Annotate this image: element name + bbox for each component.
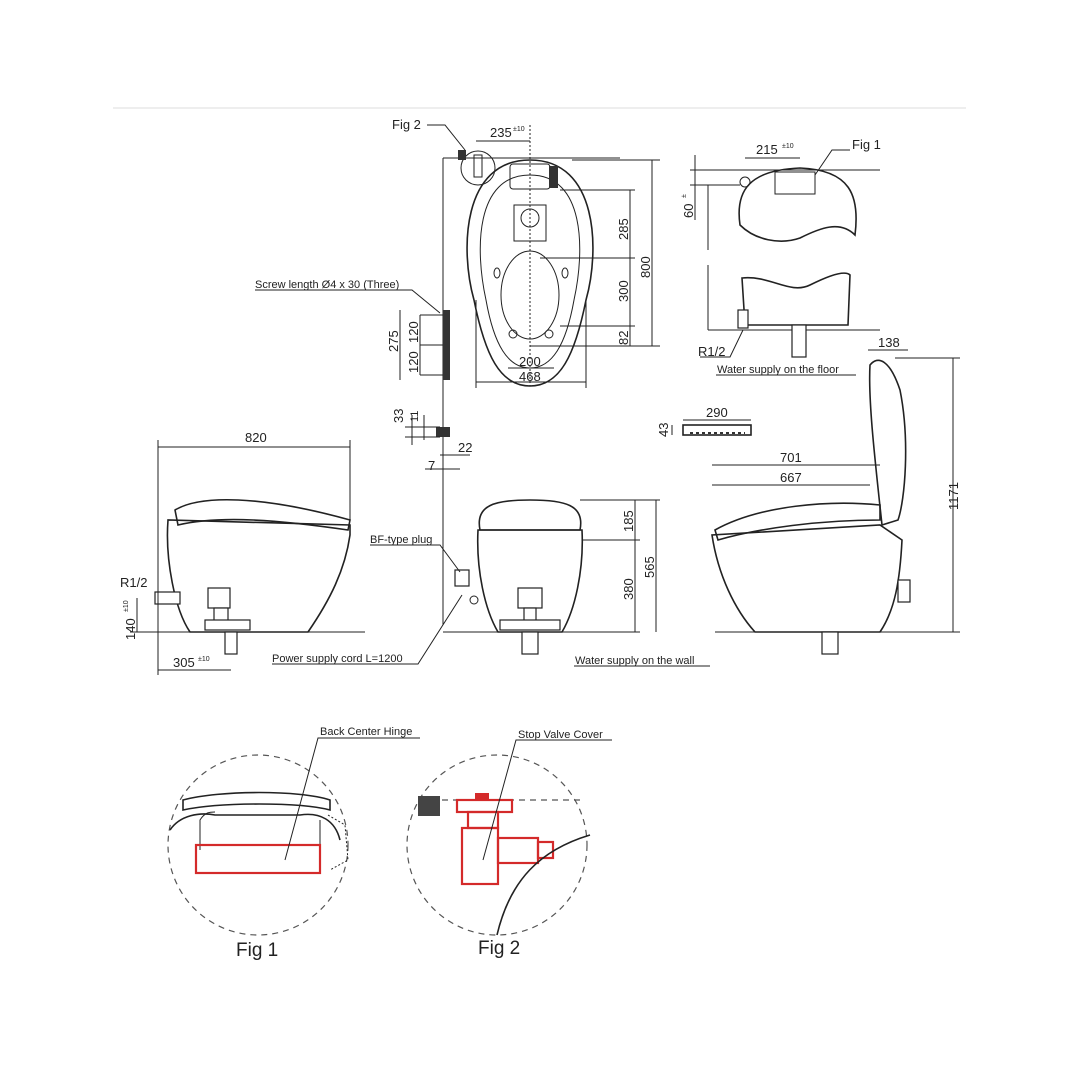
dim-305: 305 xyxy=(173,655,195,670)
dim-275: 275 xyxy=(386,330,401,352)
dim-1171: 1171 xyxy=(946,482,961,510)
svg-text:±10: ±10 xyxy=(198,656,210,663)
stop-valve-cover-highlight xyxy=(455,798,514,814)
dim-140: 140 xyxy=(123,618,138,640)
fig1-reference: Fig 1 xyxy=(852,137,881,152)
svg-text:±: ± xyxy=(681,194,688,198)
remote-detail: 290 43 xyxy=(656,405,752,437)
svg-text:±10: ±10 xyxy=(123,600,130,612)
dim-701: 701 xyxy=(780,450,802,465)
fig1-detail: Back Center Hinge Fig 1 xyxy=(167,726,420,961)
dim-565: 565 xyxy=(642,556,657,578)
svg-text:43: 43 xyxy=(656,423,671,437)
svg-text:120: 120 xyxy=(406,351,421,373)
dim-380: 380 xyxy=(621,578,636,600)
power-cord-label: Power supply cord L=1200 xyxy=(272,653,403,665)
dim-800: 800 xyxy=(638,256,653,278)
bracket-detail: 33 11 22 7 xyxy=(391,409,472,473)
dim-82: 82 xyxy=(616,331,631,345)
svg-text:290: 290 xyxy=(706,405,728,420)
dim-468: 468 xyxy=(519,369,541,384)
dim-820: 820 xyxy=(245,430,267,445)
rear-view: Fig 1 215 ±10 60 ± R1/2 Water supply on … xyxy=(681,137,881,376)
back-center-hinge-label: Back Center Hinge xyxy=(320,726,412,738)
dim-235: 235 xyxy=(490,125,512,140)
screw-length-note: Screw length Ø4 x 30 (Three) xyxy=(255,279,399,291)
svg-text:120: 120 xyxy=(406,321,421,343)
svg-text:±10: ±10 xyxy=(513,126,525,133)
svg-text:7: 7 xyxy=(428,458,435,473)
fig2-reference: Fig 2 xyxy=(392,117,421,132)
water-supply-wall-label: Water supply on the wall xyxy=(575,655,694,667)
dim-60: 60 xyxy=(681,204,696,218)
back-center-hinge-highlight xyxy=(194,843,322,875)
fig2-circle xyxy=(460,150,496,186)
left-side-view: 820 R1/2 140 ±10 305 ±10 Power supply co… xyxy=(120,430,463,675)
front-view: BF-type plug 185 380 565 Water supply on… xyxy=(370,499,710,667)
svg-text:11: 11 xyxy=(409,411,421,422)
dim-138: 138 xyxy=(878,335,900,350)
right-side-view: 138 701 667 1171 xyxy=(711,335,961,655)
bf-plug-label: BF-type plug xyxy=(370,534,432,546)
svg-text:±10: ±10 xyxy=(782,143,794,150)
dim-185: 185 xyxy=(621,510,636,532)
fig1-caption: Fig 1 xyxy=(236,940,278,961)
stop-valve-cover-label: Stop Valve Cover xyxy=(518,729,603,741)
dim-300: 300 xyxy=(616,280,631,302)
dim-200: 200 xyxy=(519,354,541,369)
fig2-caption: Fig 2 xyxy=(478,938,520,959)
dim-215: 215 xyxy=(756,142,778,157)
svg-text:33: 33 xyxy=(391,409,406,423)
dim-667: 667 xyxy=(780,470,802,485)
dim-285: 285 xyxy=(616,218,631,240)
top-view: Fig 2 235 ±10 285 300 82 800 200 468 275… xyxy=(255,117,660,625)
svg-text:22: 22 xyxy=(458,440,472,455)
fig2-detail: Stop Valve Cover Fig 2 xyxy=(406,729,612,959)
r12-wall-label: R1/2 xyxy=(120,575,147,590)
water-supply-floor-label: Water supply on the floor xyxy=(717,364,839,376)
r12-floor-label: R1/2 xyxy=(698,344,725,359)
